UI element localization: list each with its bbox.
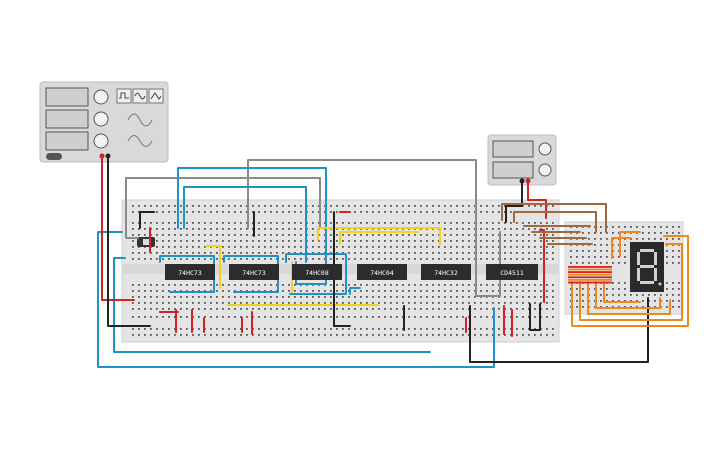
ic-chip-4[interactable]: 74HC32	[421, 264, 471, 280]
ic-label-5: CD4511	[500, 269, 524, 277]
amplitude-knob[interactable]	[93, 111, 109, 127]
resistor[interactable]	[568, 266, 612, 268]
ic-label-3: 74HC04	[370, 269, 394, 277]
segment-wire-orange-2[interactable]	[579, 243, 683, 321]
segment-wire-brown-2[interactable]	[513, 211, 597, 233]
triangle-wave-icon[interactable]	[148, 88, 164, 104]
resistor[interactable]	[568, 279, 612, 281]
frequency-knob[interactable]	[93, 89, 109, 105]
clock-wire-gray[interactable]	[125, 177, 321, 239]
seven-segment-digit	[637, 249, 662, 286]
segment-wire-orange-3[interactable]	[587, 281, 671, 315]
ground-wire-black-fg[interactable]	[107, 155, 151, 327]
resistor[interactable]	[568, 268, 612, 271]
square-wave-icon[interactable]	[116, 88, 132, 104]
sine-wave-icon[interactable]	[132, 88, 148, 104]
ic-chip-2[interactable]: 74HC08	[292, 264, 342, 280]
sync-waveform-icon	[127, 135, 153, 147]
ground-wire-black-3[interactable]	[333, 211, 351, 327]
ground-wire-black-1[interactable]	[139, 211, 155, 229]
segment-wire-brown-1[interactable]	[501, 203, 607, 233]
segment-wire-orange-6[interactable]	[611, 237, 631, 259]
segment-wire-orange-7[interactable]	[619, 231, 641, 257]
ic-label-0: 74HC73	[178, 269, 202, 277]
power-wire-red-8[interactable]	[539, 229, 545, 303]
current-readout	[492, 161, 534, 179]
offset-knob[interactable]	[93, 133, 109, 149]
current-knob[interactable]	[538, 163, 552, 177]
signal-wire-yellow-3[interactable]	[339, 231, 419, 245]
ic-chip-3[interactable]: 74HC04	[357, 264, 407, 280]
signal-wire-blue-3[interactable]	[97, 231, 495, 368]
breadboard-holes	[132, 205, 554, 336]
ground-wire-black-6[interactable]	[469, 297, 649, 363]
segment-wire-orange-4[interactable]	[595, 281, 661, 309]
segment-wire-orange-1[interactable]	[571, 235, 689, 327]
signal-wire-blue-7[interactable]	[285, 253, 347, 295]
resistor[interactable]	[568, 271, 612, 273]
signal-wire-yellow-1[interactable]	[205, 245, 221, 289]
frequency-readout	[45, 87, 89, 107]
seven-segment-display[interactable]	[630, 242, 664, 292]
signal-wire-blue-8[interactable]	[349, 287, 361, 295]
resistor[interactable]	[568, 276, 612, 279]
ic-label-4: 74HC32	[434, 269, 458, 277]
signal-wire-blue-1[interactable]	[177, 167, 327, 285]
signal-wire-blue-6[interactable]	[223, 255, 279, 293]
signal-wire-blue-5[interactable]	[159, 255, 215, 293]
offset-readout	[45, 131, 89, 151]
voltage-knob[interactable]	[538, 142, 552, 156]
amplitude-readout	[45, 109, 89, 129]
signal-wire-yellow-2[interactable]	[317, 227, 441, 245]
signal-wire-blue-4[interactable]	[113, 257, 431, 353]
power-switch[interactable]	[46, 153, 62, 160]
signal-wire-blue-2[interactable]	[183, 186, 307, 263]
ground-wire-black-5[interactable]	[505, 180, 523, 223]
resistor[interactable]	[568, 281, 612, 284]
ic-chip-5[interactable]: CD4511	[486, 264, 538, 280]
dc-power-supply[interactable]	[487, 134, 557, 186]
power-wire-red-9[interactable]	[527, 180, 547, 219]
segment-wire-orange-5[interactable]	[603, 281, 641, 303]
ic-label-1: 74HC73	[242, 269, 266, 277]
function-generator[interactable]	[39, 81, 169, 163]
resistor[interactable]	[568, 273, 612, 276]
ic-chip-1[interactable]: 74HC73	[229, 264, 279, 280]
power-wire-red-fg[interactable]	[101, 155, 135, 301]
resistor-array[interactable]	[568, 266, 612, 284]
voltage-readout	[492, 140, 534, 158]
ic-chip-0[interactable]: 74HC73	[165, 264, 215, 280]
ic-label-2: 74HC08	[305, 269, 329, 277]
ground-wire-black-7[interactable]	[529, 303, 541, 331]
output-waveform-icon	[127, 113, 153, 127]
long-wire-gray[interactable]	[247, 159, 501, 297]
